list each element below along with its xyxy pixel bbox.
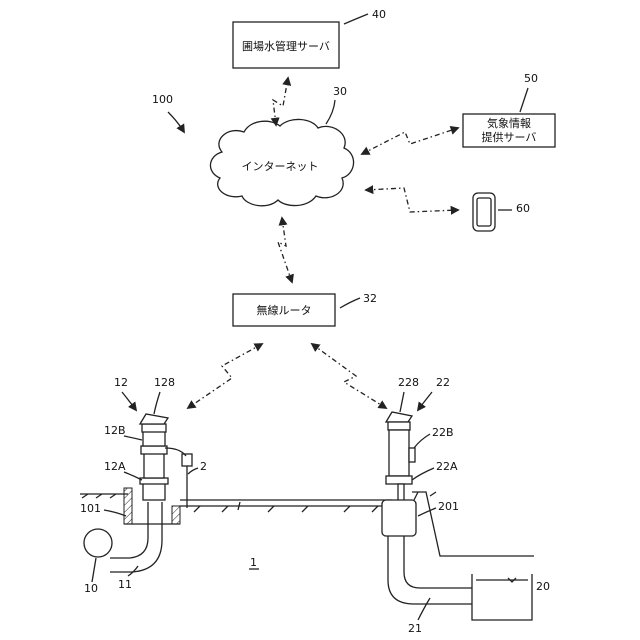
right-antenna-leader (400, 392, 404, 412)
left-basin-leader (104, 510, 126, 516)
left-antenna-leader (154, 392, 160, 414)
right-water-device (382, 412, 416, 536)
server-ref: 40 (372, 8, 386, 21)
left-valve-ref: 10 (84, 582, 98, 595)
left-upper-ref: 12B (104, 424, 126, 437)
internet-cloud: インターネット (210, 119, 353, 205)
left-lower-ref: 12A (104, 460, 126, 473)
phone-ref: 60 (516, 202, 530, 215)
left-antenna-ref: 128 (154, 376, 175, 389)
right-basin-leader (418, 508, 436, 516)
channel-ref: 20 (536, 580, 550, 593)
left-valve-circle (84, 529, 112, 557)
internet-ref: 30 (333, 85, 347, 98)
sensor-cable (165, 448, 186, 456)
smartphone (473, 193, 495, 231)
router-ref: 32 (363, 292, 377, 305)
water-level-sensor (182, 454, 192, 466)
right-pipe-outer (388, 536, 472, 604)
router-leader (340, 298, 360, 308)
link-internet-router (278, 218, 292, 282)
sensor-leader (188, 468, 198, 474)
internet-label: インターネット (242, 160, 319, 173)
link-internet-weather (362, 128, 458, 154)
drainage-channel (472, 574, 532, 620)
server-leader (344, 14, 368, 24)
weather-ref: 50 (524, 72, 538, 85)
right-ground-marks (414, 492, 436, 500)
right-upper-leader (414, 434, 430, 448)
left-basin-wall-left (124, 488, 132, 524)
right-pipe-ref: 21 (408, 622, 422, 635)
router-box-label: 無線ルータ (257, 303, 312, 317)
right-ground-slope (412, 492, 534, 556)
weather-line1: 気象情報 (487, 116, 531, 130)
left-device-arrow (122, 392, 136, 410)
right-device-ref: 22 (436, 376, 450, 389)
left-basin-wall-right (172, 506, 180, 524)
left-device-ref: 12 (114, 376, 128, 389)
right-basin-ref: 201 (438, 500, 459, 513)
link-internet-phone (366, 188, 458, 212)
right-lower-leader (412, 468, 434, 480)
system-ref: 100 (152, 93, 173, 106)
left-pipe-ref: 11 (118, 578, 132, 591)
left-water-device (140, 414, 168, 500)
left-lower-leader (124, 472, 142, 480)
right-antenna-ref: 228 (398, 376, 419, 389)
sensor-ref: 2 (200, 460, 207, 473)
right-upper-ref: 22B (432, 426, 454, 439)
right-device-arrow (418, 392, 432, 410)
link-router-right-device (312, 344, 386, 408)
internet-leader (326, 100, 335, 124)
left-solar-antenna (140, 414, 168, 424)
weather-info-server: 気象情報 提供サーバ (463, 114, 555, 147)
left-upper-leader (124, 436, 142, 440)
right-solar-antenna (386, 412, 412, 422)
server-box-label: 圃場水管理サーバ (242, 39, 330, 53)
right-lower-ref: 22A (436, 460, 458, 473)
field-ref: 1 (250, 556, 257, 569)
farm-water-server: 圃場水管理サーバ (233, 22, 339, 68)
weather-leader (520, 88, 528, 112)
weather-line2: 提供サーバ (482, 130, 537, 144)
wireless-router: 無線ルータ (233, 294, 335, 326)
link-internet-server (273, 78, 288, 125)
system-ref-arrow (168, 112, 184, 132)
left-valve-leader (92, 558, 96, 582)
right-pipe-leader (418, 598, 430, 620)
field-soil-marks (194, 502, 378, 512)
right-gate-box (382, 500, 416, 536)
left-basin-ref: 101 (80, 502, 101, 515)
link-router-left-device (188, 344, 262, 408)
right-pipe-inner (404, 536, 472, 588)
